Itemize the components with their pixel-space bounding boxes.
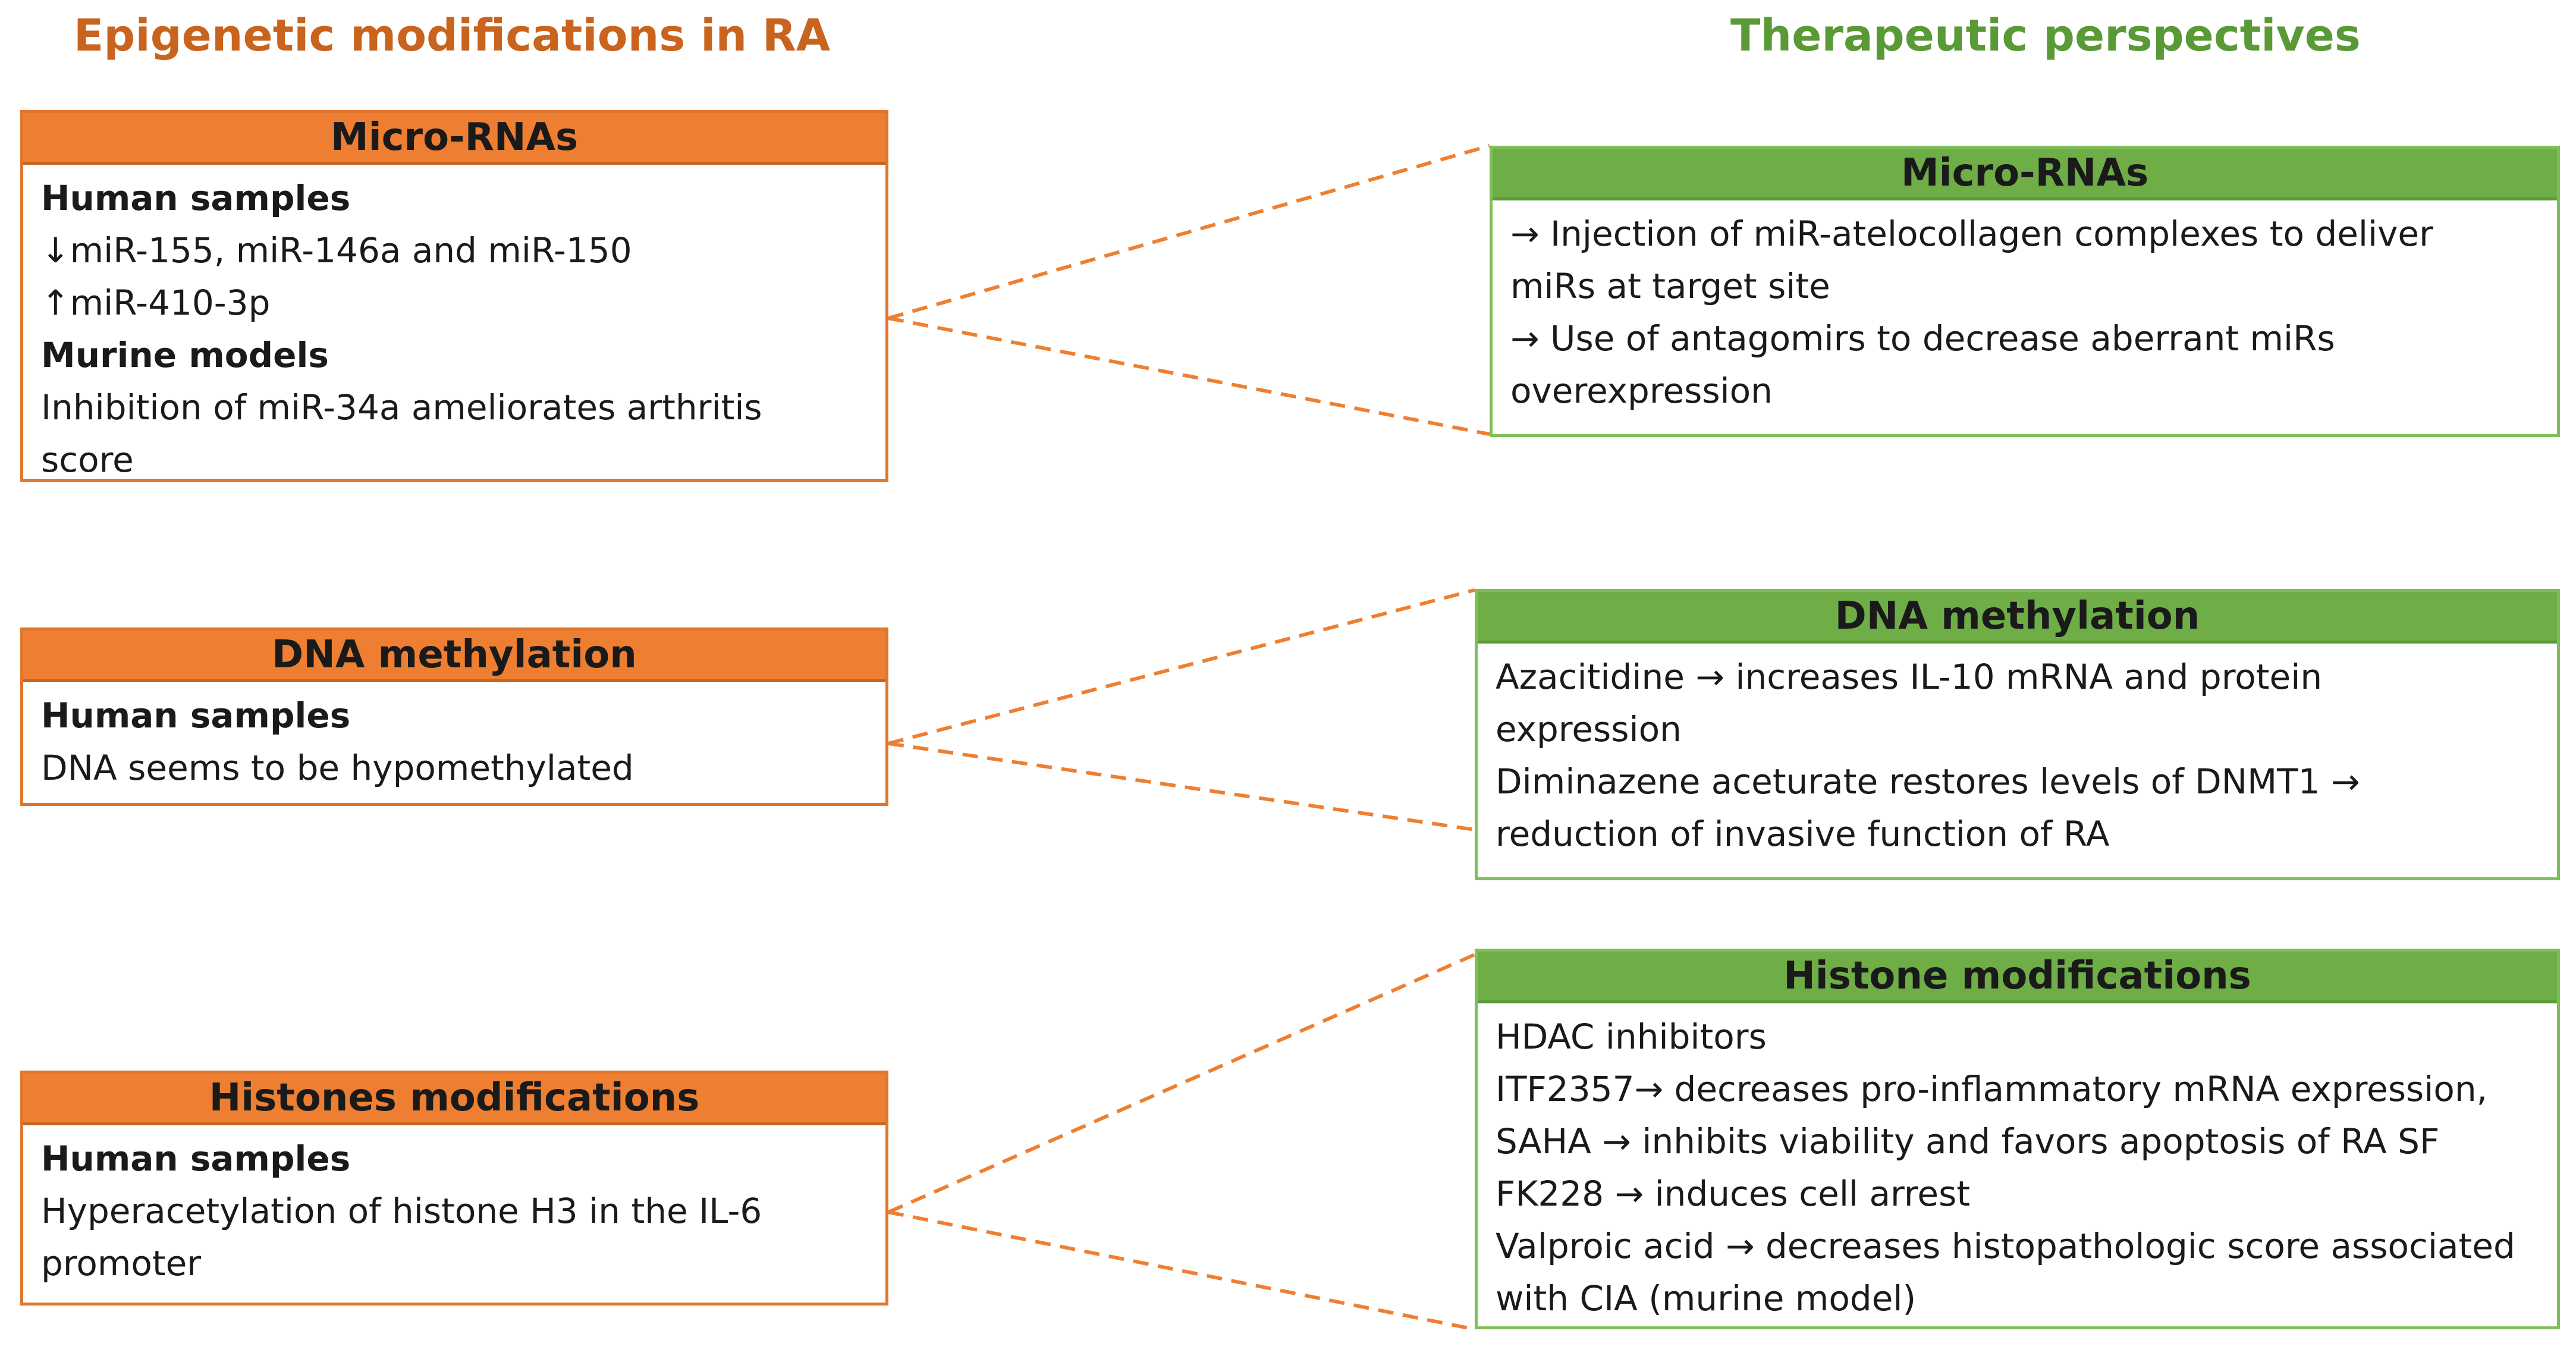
- body-line: Inhibition of miR-34a ameliorates arthri…: [41, 387, 762, 428]
- connector-mirna-bottom: [888, 316, 1490, 436]
- left-dna-methylation-box: DNA methylation Human samples DNA seems …: [20, 627, 888, 806]
- right-dna-methylation-box: DNA methylation Azacitidine → increases …: [1475, 589, 2560, 880]
- connector-dna-bottom: [888, 742, 1475, 831]
- right-column-title: Therapeutic perspectives: [1730, 10, 2361, 61]
- left-column-title: Epigenetic modifications in RA: [73, 10, 831, 61]
- body-line: Valproic acid → decreases histopathologi…: [1496, 1226, 2515, 1266]
- body-line: → Injection of miR-atelocollagen complex…: [1510, 214, 2433, 254]
- left-dna-methylation-header: DNA methylation: [23, 630, 885, 682]
- body-line: ↓miR-155, miR-146a and miR-150: [41, 230, 632, 271]
- body-line: miRs at target site: [1510, 266, 1830, 306]
- right-mirna-body: → Injection of miR-atelocollagen complex…: [1493, 200, 2557, 417]
- body-line: → Use of antagomirs to decrease aberrant…: [1510, 318, 2335, 359]
- body-line: ↑miR-410-3p: [41, 283, 271, 323]
- left-histone-box: Histones modifications Human samples Hyp…: [20, 1071, 888, 1306]
- body-line: FK228 → induces cell arrest: [1496, 1173, 1971, 1214]
- right-histone-body: HDAC inhibitors ITF2357→ decreases pro-i…: [1478, 1003, 2557, 1325]
- connector-mirna-top: [888, 144, 1490, 320]
- body-line: score: [41, 440, 134, 480]
- connector-histone-bottom: [888, 1210, 1475, 1331]
- body-line: reduction of invasive function of RA: [1496, 814, 2110, 854]
- body-line: promoter: [41, 1243, 202, 1284]
- left-dna-methylation-body: Human samples DNA seems to be hypomethyl…: [23, 682, 885, 794]
- left-mirna-header: Micro-RNAs: [23, 113, 885, 165]
- murine-models-label: Murine models: [41, 335, 329, 375]
- right-mirna-header: Micro-RNAs: [1493, 149, 2557, 200]
- right-mirna-box: Micro-RNAs → Injection of miR-atelocolla…: [1490, 146, 2560, 437]
- body-line: Hyperacetylation of histone H3 in the IL…: [41, 1191, 762, 1231]
- human-samples-label: Human samples: [41, 178, 351, 218]
- right-dna-methylation-header: DNA methylation: [1478, 592, 2557, 644]
- body-line: with CIA (murine model): [1496, 1278, 1917, 1319]
- connector-dna-top: [888, 588, 1475, 745]
- body-line: Azacitidine → increases IL-10 mRNA and p…: [1496, 657, 2323, 697]
- human-samples-label: Human samples: [41, 1138, 351, 1179]
- human-samples-label: Human samples: [41, 695, 351, 736]
- left-histone-header: Histones modifications: [23, 1074, 885, 1125]
- body-line: HDAC inhibitors: [1496, 1016, 1767, 1057]
- right-histone-box: Histone modifications HDAC inhibitors IT…: [1475, 949, 2560, 1329]
- right-histone-header: Histone modifications: [1478, 952, 2557, 1003]
- body-line: SAHA → inhibits viability and favors apo…: [1496, 1121, 2440, 1162]
- connector-histone-top: [887, 953, 1476, 1214]
- left-mirna-body: Human samples ↓miR-155, miR-146a and miR…: [23, 165, 885, 486]
- left-histone-body: Human samples Hyperacetylation of histon…: [23, 1125, 885, 1289]
- body-line: DNA seems to be hypomethylated: [41, 748, 634, 788]
- body-line: expression: [1496, 709, 1682, 749]
- body-line: Diminazene aceturate restores levels of …: [1496, 761, 2360, 802]
- body-line: overexpression: [1510, 371, 1773, 411]
- left-mirna-box: Micro-RNAs Human samples ↓miR-155, miR-1…: [20, 110, 888, 482]
- right-dna-methylation-body: Azacitidine → increases IL-10 mRNA and p…: [1478, 644, 2557, 860]
- body-line: ITF2357→ decreases pro-inflammatory mRNA…: [1496, 1069, 2488, 1109]
